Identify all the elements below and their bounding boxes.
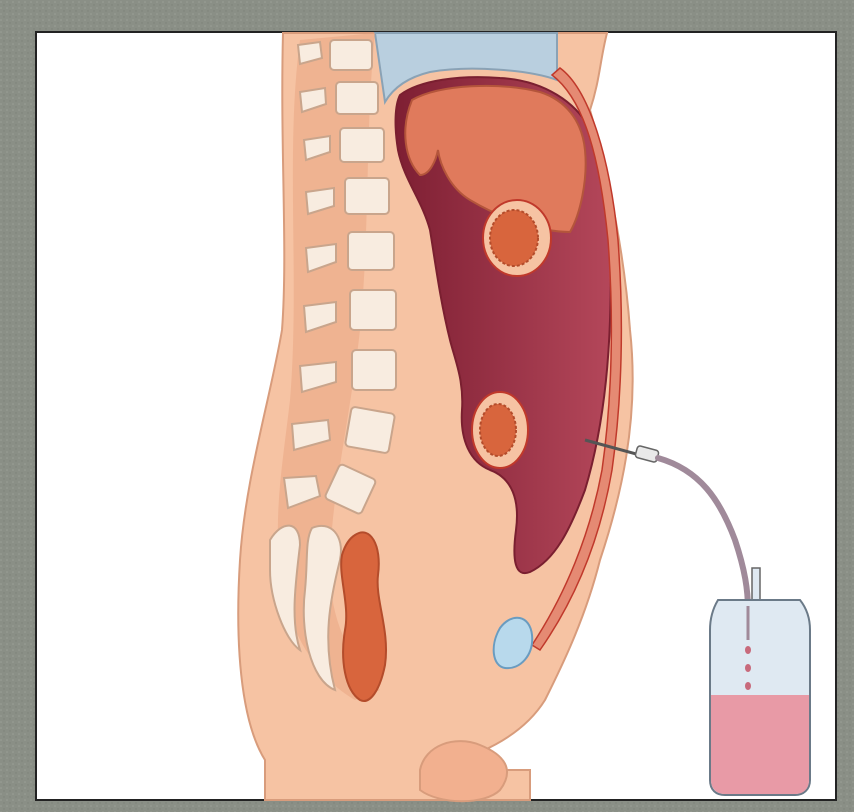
vertebra	[330, 40, 372, 70]
rectum	[341, 532, 386, 701]
collection-bag	[710, 568, 810, 795]
vertebra	[345, 178, 389, 214]
vertebra	[352, 350, 396, 390]
vertebra	[336, 82, 378, 114]
fluid-drops	[745, 646, 751, 690]
vertebra	[348, 232, 394, 270]
kidney-upper	[483, 200, 551, 276]
vertebra	[340, 128, 384, 162]
kidney-lower	[472, 392, 528, 468]
vertebra	[345, 406, 395, 453]
bag-fluid	[711, 695, 809, 794]
vertebra	[350, 290, 396, 330]
